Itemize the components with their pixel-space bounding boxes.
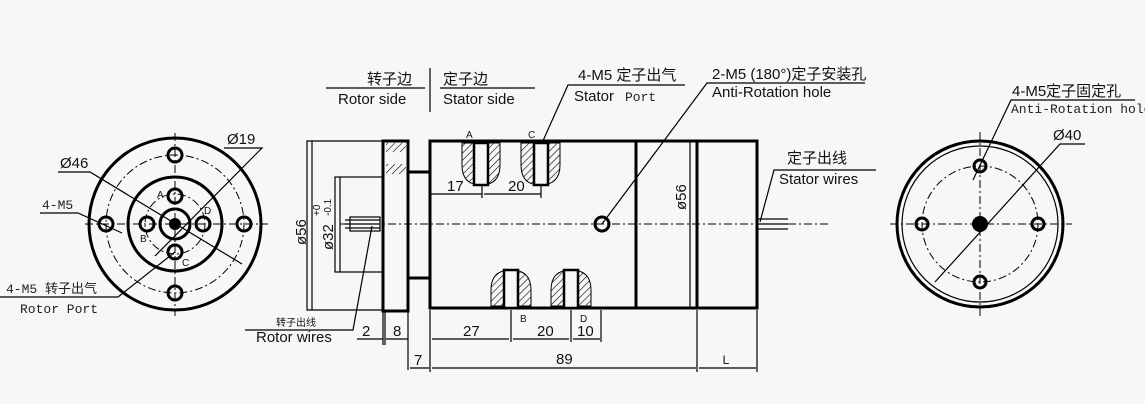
anti-rotation-hole-icon xyxy=(593,215,611,233)
dim-d32-tol-lower: -0.1 xyxy=(323,198,334,216)
outer-holes-label: 4-M5 xyxy=(42,198,73,213)
port-label-b: B xyxy=(140,234,147,245)
dim-10: 10 xyxy=(577,323,594,340)
rotor-port-en: Rotor Port xyxy=(20,302,98,317)
dim-d40: Ø40 xyxy=(1053,127,1081,144)
stator-end-view: 4-M5定子固定孔 Anti-Rotation hole Ø40 xyxy=(890,83,1145,318)
port-label-a: A xyxy=(157,190,164,201)
port-label-c: C xyxy=(182,258,189,269)
outer-mount-holes xyxy=(97,146,253,302)
rotor-side-en: Rotor side xyxy=(338,91,406,108)
stator-port-en2: Port xyxy=(625,90,656,105)
dim-89: 89 xyxy=(556,351,573,368)
rotor-end-view: A B C D Ø46 Ø19 4-M5 4-M5 转子出气 Rotor Por… xyxy=(0,131,268,317)
dim-8: 8 xyxy=(393,323,401,340)
stator-mount-holes xyxy=(914,158,1046,290)
rotor-wires-en: Rotor wires xyxy=(256,329,332,346)
dim-d56-left: ø56 xyxy=(293,219,310,245)
dim-d46: Ø46 xyxy=(60,155,88,172)
rotor-side-cn: 转子边 xyxy=(367,71,412,88)
dim-l: L xyxy=(722,353,730,368)
stator-wires-cn: 定子出线 xyxy=(787,150,847,167)
center-bore-icon xyxy=(972,216,988,232)
dim-2: 2 xyxy=(362,323,370,340)
stator-wires-icon xyxy=(757,218,788,230)
anti-rotation-cn: 2-M5 (180°)定子安装孔 xyxy=(712,66,866,83)
port-label-a-side: A xyxy=(466,130,473,141)
rotor-wires-icon xyxy=(345,216,381,232)
rotor-wires-cn: 转子出线 xyxy=(276,316,316,329)
side-view: A C B D 转子边 Rotor side 定子边 Stator side 4… xyxy=(245,66,876,372)
dim-20-top: 20 xyxy=(508,178,525,195)
port-label-c-side: C xyxy=(528,130,535,141)
port-label-d-side: D xyxy=(580,314,587,325)
stator-holes-en: Anti-Rotation hole xyxy=(1011,102,1145,117)
port-label-b-side: B xyxy=(520,314,527,325)
dim-27: 27 xyxy=(463,323,480,340)
stator-port-cn: 4-M5 定子出气 xyxy=(578,67,676,84)
port-label-d: D xyxy=(204,206,211,217)
stator-holes-cn: 4-M5定子固定孔 xyxy=(1012,83,1121,100)
dim-d19: Ø19 xyxy=(227,131,255,148)
dim-d32-tol-upper: +0 xyxy=(312,204,323,216)
dim-7: 7 xyxy=(414,352,422,369)
dim-20-bottom: 20 xyxy=(537,323,554,340)
rotor-port-holes xyxy=(138,187,212,261)
stator-port-en: Stator xyxy=(574,88,614,105)
dim-17: 17 xyxy=(447,178,464,195)
rotor-port-cn: 4-M5 转子出气 xyxy=(6,281,97,297)
dim-d56-right: ø56 xyxy=(673,184,690,210)
anti-rotation-en: Anti-Rotation hole xyxy=(712,84,831,101)
stator-side-en: Stator side xyxy=(443,91,515,108)
stator-wires-en: Stator wires xyxy=(779,171,858,188)
stator-side-cn: 定子边 xyxy=(443,71,488,88)
dim-d32: ø32 xyxy=(320,224,337,250)
